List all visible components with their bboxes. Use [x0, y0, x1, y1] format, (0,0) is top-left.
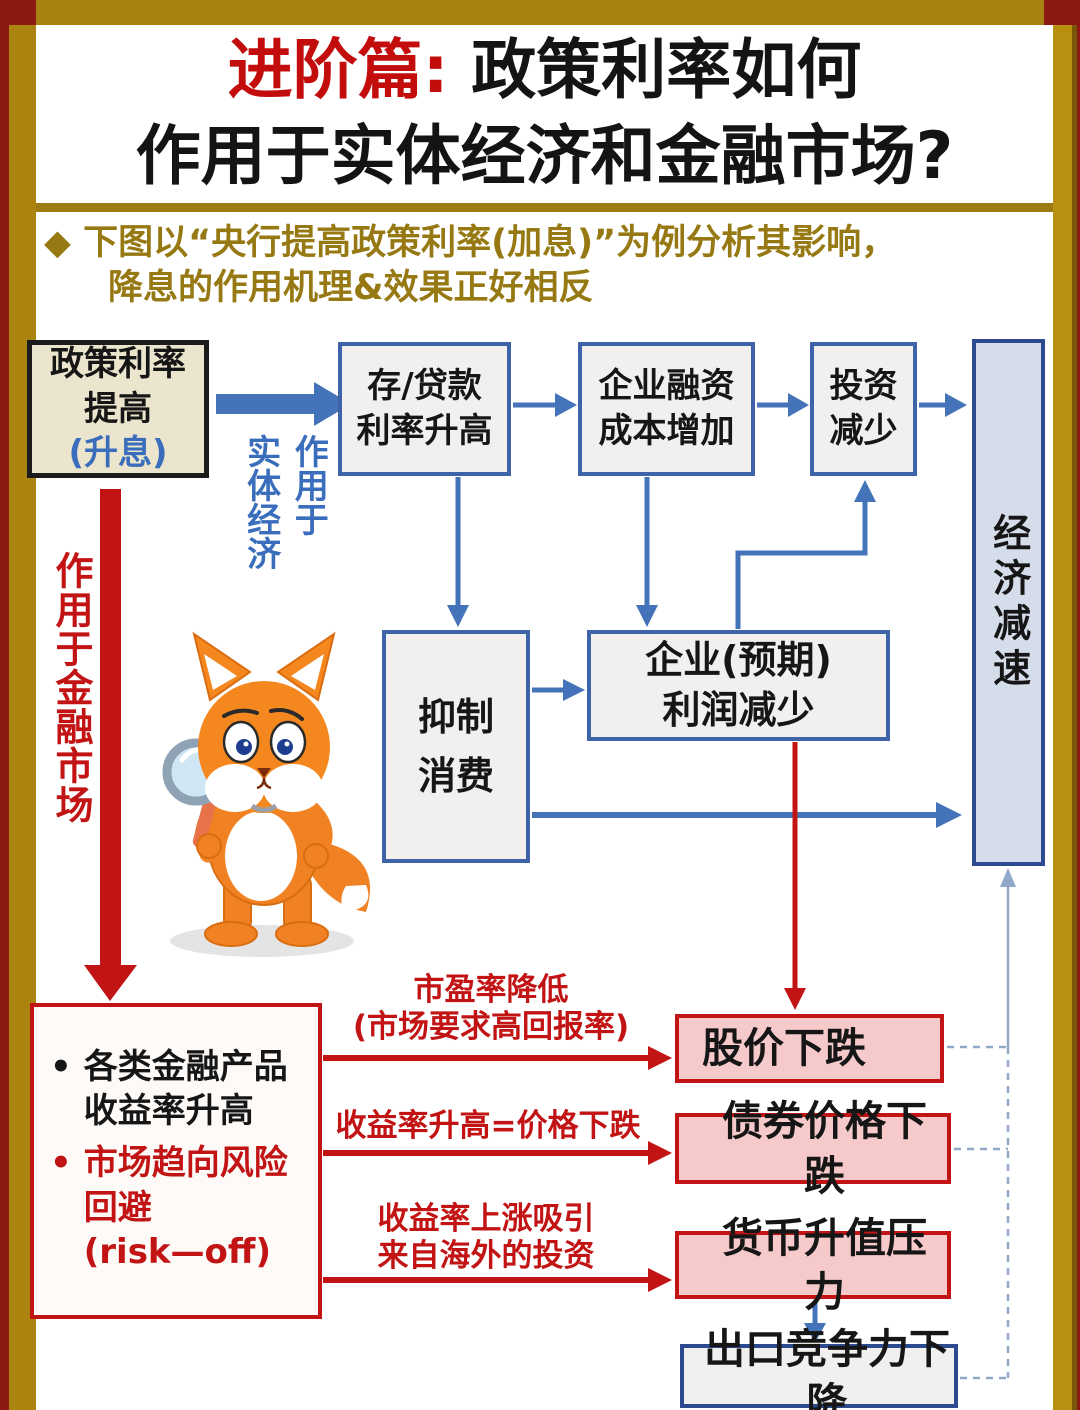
node-investment-decrease: 投资 减少: [810, 342, 917, 476]
node-export-competitiveness-decline: 出口竞争力下降: [680, 1325, 958, 1410]
title-line1: 进阶篇: 政策利率如何: [227, 33, 862, 108]
arrow-to-currency: [648, 1268, 672, 1292]
arrow-policy-to-deposit: [216, 394, 315, 414]
node-currency-appreciation-pressure: 货币升值压力: [675, 1214, 951, 1316]
policy-rate-hike-subnote: (升息): [68, 433, 168, 474]
node-policy-rate-hike: 政策利率 提高 (升息): [27, 340, 209, 478]
node-stock-price-fall: 股价下跌: [675, 1014, 944, 1083]
caption-financial-market-channel: 作用于金融市场: [49, 551, 93, 824]
frame-left-edge: [0, 0, 9, 1410]
frame-right-edge: [1077, 0, 1080, 1410]
arrow-feedback-to-slowdown: [1000, 868, 1016, 887]
node-corporate-profit-decrease: 企业(预期) 利润减少: [587, 630, 890, 741]
arrow-policy-to-financial-markets: [100, 489, 121, 969]
label-overseas-investment-attraction: 收益率上涨吸引 来自海外的投资: [377, 1201, 595, 1274]
financial-effects-bullet-1: • 各类金融产品收益率升高: [50, 1045, 308, 1133]
arrow-deposit-to-suppress: [447, 605, 469, 627]
arrow-investment-to-slowdown: [945, 393, 967, 417]
node-bond-price-fall: 债券价格下跌: [675, 1097, 951, 1200]
frame-top-bar: [0, 0, 1080, 25]
title-divider: [36, 203, 1053, 212]
frame-right-gold-bar: [1053, 25, 1077, 1410]
node-suppress-consumption: 抑制 消费: [382, 630, 530, 863]
arrow-financing-to-investment: [788, 393, 809, 417]
subtitle-line1: ◆ 下图以“央行提高政策利率(加息)”为例分析其影响，: [44, 223, 897, 263]
page-title: 进阶篇: 政策利率如何 作用于实体经济和金融市场?: [36, 28, 1053, 200]
arrow-suppress-to-profit: [563, 679, 585, 701]
node-financing-cost-increase: 企业融资 成本增加: [578, 342, 755, 476]
title-highlight: 进阶篇:: [227, 33, 449, 108]
arrow-financing-to-profit: [636, 605, 658, 627]
node-economic-slowdown: 经济减速: [972, 339, 1045, 866]
bullet-dot: •: [50, 1143, 72, 1184]
arrow-to-bond: [648, 1141, 672, 1165]
subtitle: ◆ 下图以“央行提高政策利率(加息)”为例分析其影响， 降息的作用机理&效果正好…: [44, 221, 1044, 311]
arrow-profit-to-stock: [784, 988, 806, 1010]
arrow-to-stock: [648, 1046, 672, 1070]
frame-corner-right: [1044, 0, 1080, 25]
arrow-suppress-to-slowdown: [936, 802, 962, 828]
node-deposit-loan-rates-rise: 存/贷款 利率升高: [338, 342, 511, 476]
feedback-connectors: [947, 868, 1016, 1380]
label-pe-ratio-decline: 市盈率降低 (市场要求高回报率): [352, 972, 630, 1045]
arrow-profit-to-investment: [735, 500, 868, 629]
risk-off-note: (risk—off): [83, 1231, 271, 1272]
bullet-dot: •: [50, 1047, 72, 1087]
fox-mascot-illustration: [162, 631, 371, 957]
financial-effects-box: • 各类金融产品收益率升高 • 市场趋向风险回避 (risk—off): [30, 1003, 322, 1319]
arrow-deposit-to-financing: [555, 393, 577, 417]
label-yield-up-price-down: 收益率升高=价格下跌: [335, 1108, 641, 1144]
caption-real-economy-channel: 作用于实体经济: [240, 434, 329, 570]
title-line2: 作用于实体经济和金融市场?: [135, 118, 954, 194]
financial-effects-bullet-2: • 市场趋向风险回避 (risk—off): [50, 1141, 308, 1274]
subtitle-line2: 降息的作用机理&效果正好相反: [108, 267, 594, 308]
